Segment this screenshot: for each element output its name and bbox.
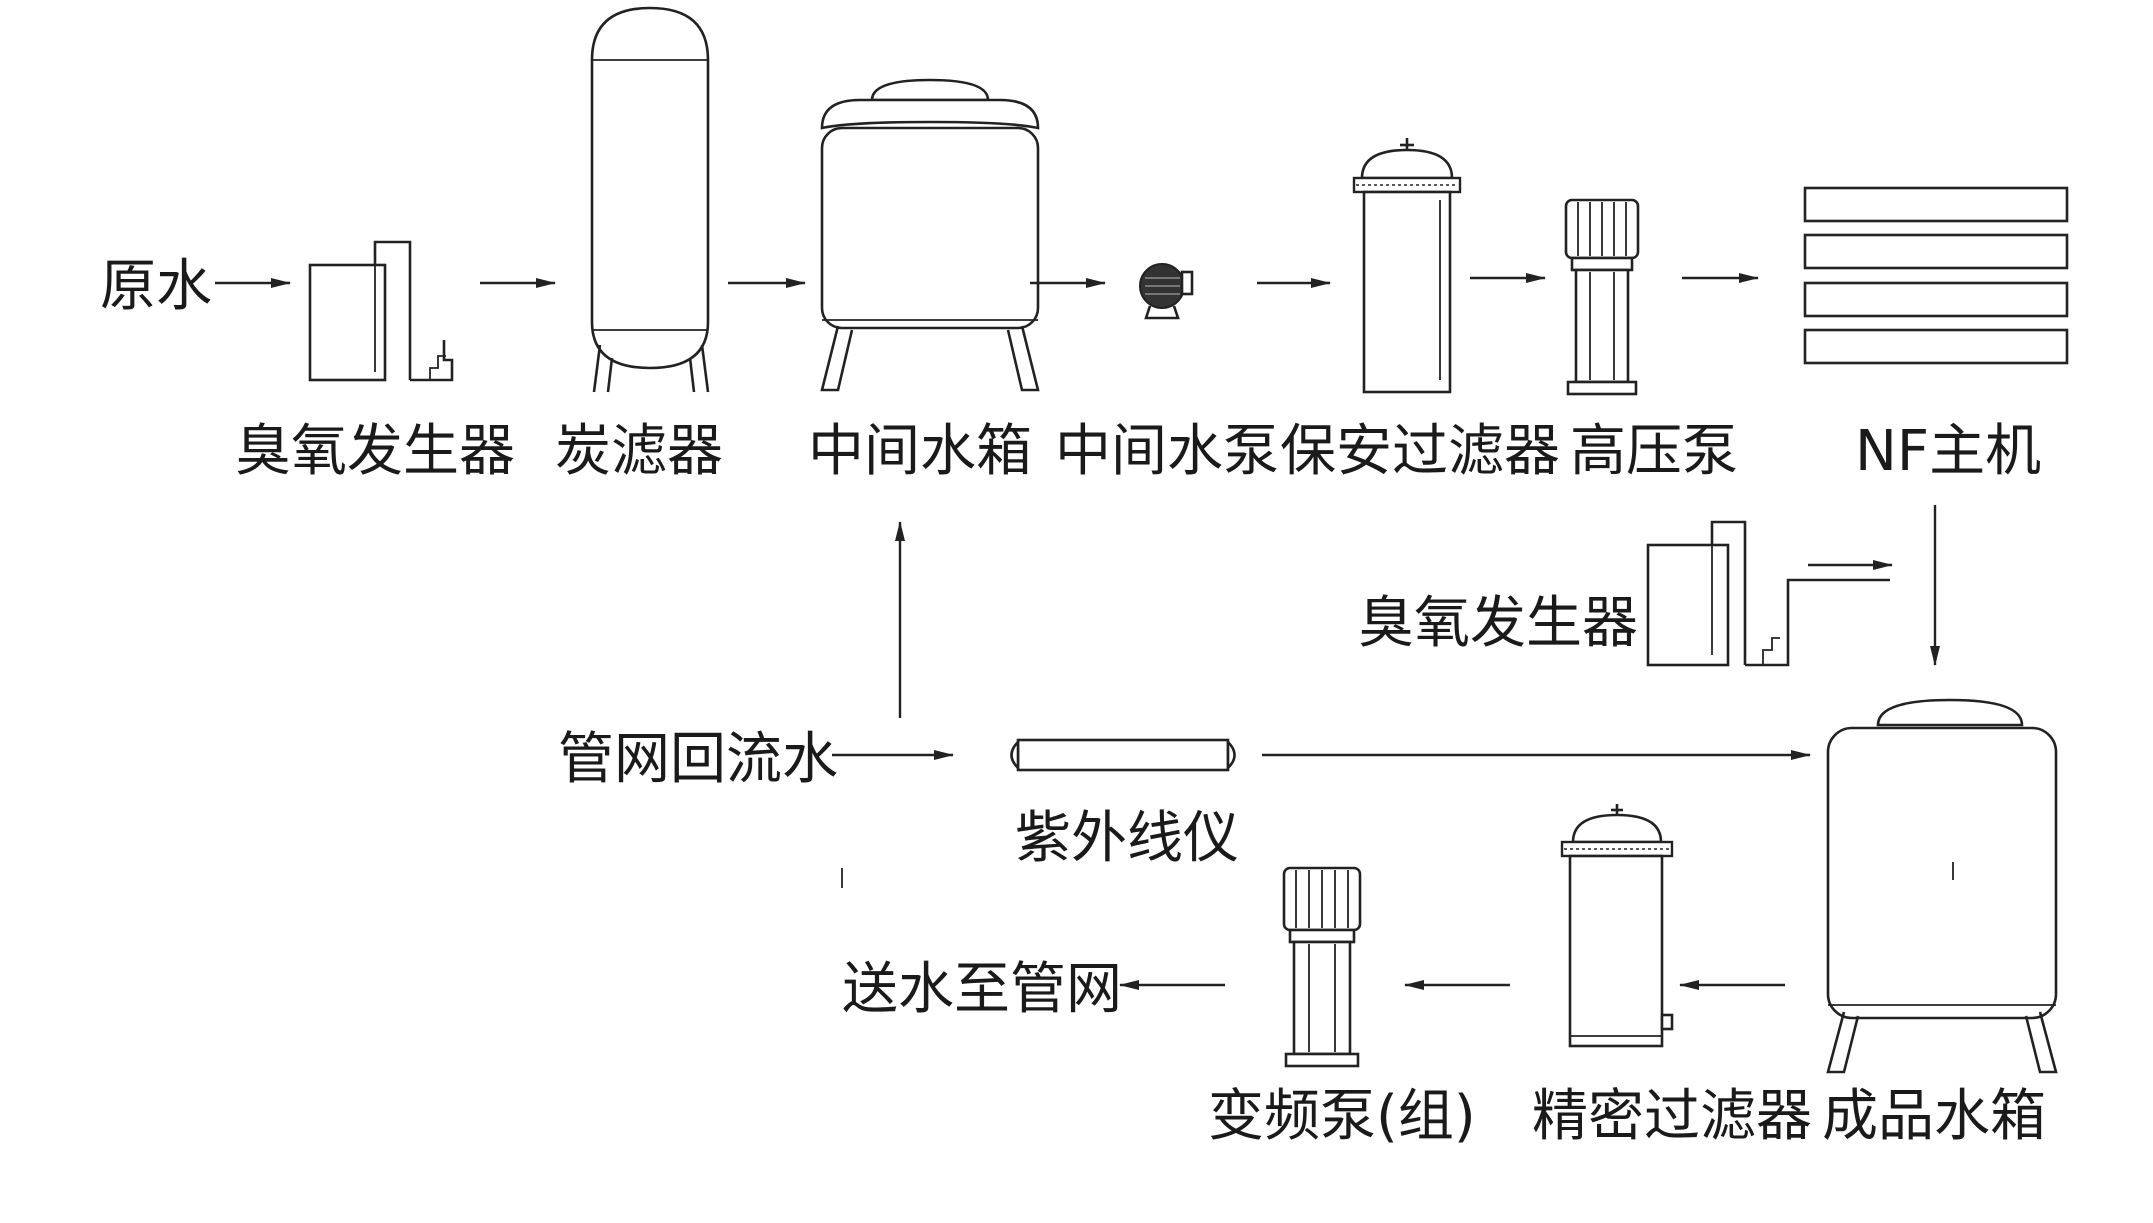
label-security-filter: 保安过滤器 [1280, 419, 1560, 484]
label-ozone-generator-2: 臭氧发生器 [1358, 591, 1638, 656]
vertical-pump-icon [1564, 198, 1640, 396]
label-intermediate-tank: 中间水箱 [808, 419, 1032, 484]
label-ozone-generator-1: 臭氧发生器 [235, 419, 515, 484]
label-vf-pump: 变频泵(组) [1208, 1084, 1476, 1149]
vertical-pump-icon-2 [1282, 866, 1362, 1068]
carbon-filter-tank-icon [590, 6, 710, 393]
label-intermediate-pump: 中间水泵 [1055, 419, 1279, 484]
uv-sterilizer-icon [1010, 738, 1236, 772]
label-return-water: 管网回流水 [558, 727, 838, 792]
centrifugal-pump-icon [1139, 263, 1194, 320]
label-precision-filter: 精密过滤器 [1532, 1084, 1812, 1149]
label-uv-sterilizer: 紫外线仪 [1015, 806, 1239, 871]
label-to-network: 送水至管网 [842, 957, 1122, 1022]
water-tank-icon [820, 78, 1040, 392]
cartridge-filter-icon [1352, 138, 1462, 394]
label-raw-water: 原水 [100, 254, 212, 319]
label-carbon-filter: 炭滤器 [555, 419, 723, 484]
label-nf-host: NF主机 [1855, 419, 2041, 484]
water-tank-icon-2 [1826, 698, 2058, 1074]
label-product-tank: 成品水箱 [1822, 1084, 2046, 1149]
label-high-pressure-pump: 高压泵 [1570, 419, 1738, 484]
ozone-generator-icon [308, 240, 454, 382]
ozone-generator-icon-2 [1646, 520, 1893, 667]
membrane-module-icon [1803, 186, 2069, 365]
cartridge-filter-icon-2 [1560, 804, 1674, 1048]
